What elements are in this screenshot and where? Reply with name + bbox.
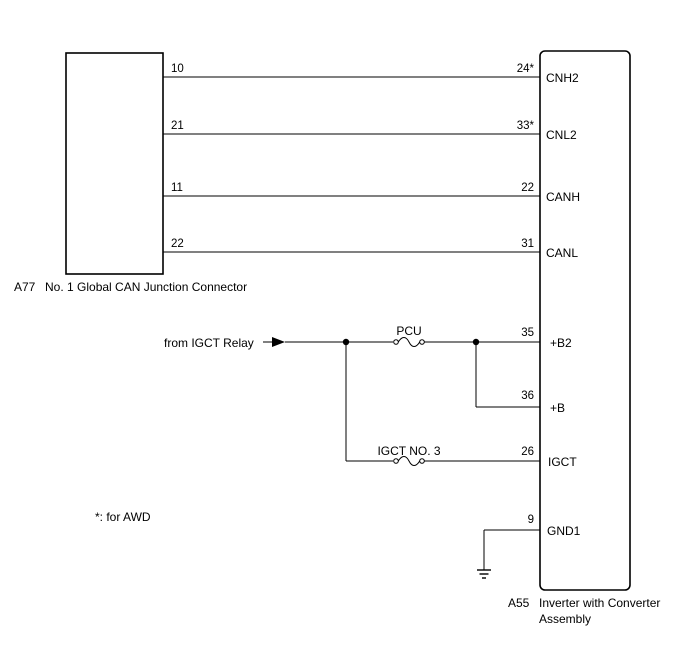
can-right-pin-3: 22	[521, 182, 534, 194]
component-a55-code: A55	[508, 596, 530, 610]
b-pin: 36	[521, 390, 534, 402]
ground-icon	[477, 569, 491, 579]
terminal-canh: CANH	[546, 190, 580, 204]
connector-a77-name: No. 1 Global CAN Junction Connector	[45, 280, 247, 294]
can-right-pin-2: 33*	[517, 120, 535, 132]
can-left-pin-1: 10	[171, 63, 184, 75]
terminal-b: +B	[550, 401, 565, 415]
terminal-igct: IGCT	[548, 455, 577, 469]
junction-dot-icon	[472, 338, 480, 346]
terminal-b2: +B2	[550, 336, 572, 350]
connector-a77-box	[65, 52, 164, 275]
arrow-icon	[272, 337, 285, 347]
can-left-pin-4: 22	[171, 238, 184, 250]
terminal-cnh2: CNH2	[546, 71, 579, 85]
can-left-pin-2: 21	[171, 120, 184, 132]
fuse-igct-label: IGCT NO. 3	[377, 444, 440, 458]
component-a55-box	[539, 50, 631, 591]
fuse-pcu-label: PCU	[396, 324, 421, 338]
can-right-pin-1: 24*	[517, 63, 535, 75]
can-right-pin-4: 31	[521, 238, 534, 250]
fuse-icon	[393, 337, 425, 347]
terminal-canl: CANL	[546, 246, 578, 260]
junction-dot-icon	[342, 338, 350, 346]
ground-pin: 9	[528, 514, 534, 526]
connector-a77-code: A77	[14, 280, 36, 294]
can-left-pin-3: 11	[171, 182, 183, 194]
terminal-gnd1: GND1	[547, 524, 581, 538]
terminal-cnl2: CNL2	[546, 128, 577, 142]
source-label: from IGCT Relay	[164, 336, 254, 350]
igct-pin: 26	[521, 446, 534, 458]
b2-pin: 35	[521, 327, 534, 339]
awd-note: *: for AWD	[95, 510, 151, 524]
component-a55-name-line1: Inverter with Converter	[539, 596, 660, 610]
component-a55-name-line2: Assembly	[539, 612, 591, 626]
